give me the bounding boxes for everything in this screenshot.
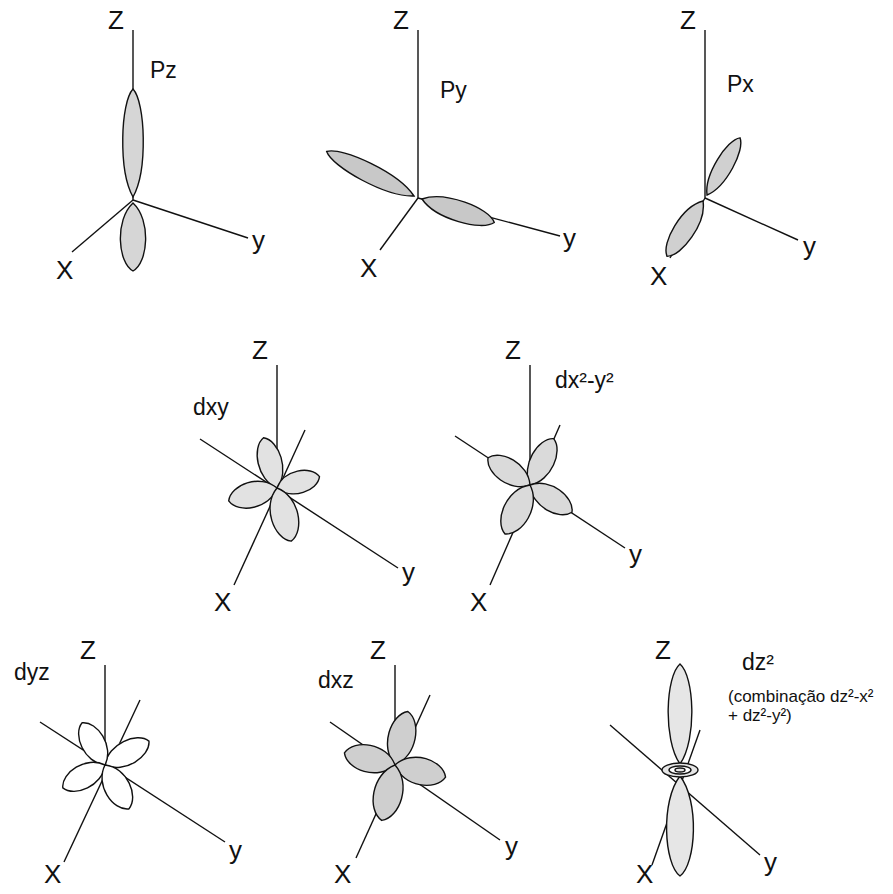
orbital-label: dxz bbox=[318, 668, 354, 693]
axis-label: y bbox=[803, 232, 816, 261]
axis-label: Z bbox=[655, 636, 671, 665]
dz2-lobe bbox=[667, 776, 694, 876]
y-axis bbox=[200, 439, 398, 568]
y-axis bbox=[133, 200, 248, 238]
p-lobe bbox=[699, 134, 747, 200]
orbital-label: Pz bbox=[150, 58, 177, 83]
d-lobe bbox=[264, 485, 304, 545]
axis-lines bbox=[40, 30, 798, 865]
axis-label: Z bbox=[505, 336, 521, 365]
p-lobe bbox=[123, 89, 144, 197]
d-lobe bbox=[368, 762, 409, 824]
axis-label: y bbox=[505, 832, 518, 861]
p-lobe bbox=[322, 143, 418, 204]
axis-label: y bbox=[764, 848, 777, 877]
y-axis bbox=[40, 722, 225, 842]
axis-label: X bbox=[650, 262, 667, 291]
axis-label: Z bbox=[370, 636, 386, 665]
orbital-label: Px bbox=[727, 72, 754, 97]
d-lobe bbox=[94, 759, 140, 815]
axis-label: X bbox=[360, 254, 377, 283]
z-axis bbox=[704, 30, 705, 198]
d-lobe bbox=[493, 479, 542, 540]
p-lobe bbox=[658, 195, 711, 262]
axis-label: Z bbox=[393, 6, 409, 35]
note-text: (combinação dz²-x² + dz²-y²) bbox=[728, 688, 878, 725]
p-lobe bbox=[120, 203, 145, 271]
axis-label: y bbox=[229, 836, 242, 865]
orbital-label: Py bbox=[440, 78, 467, 103]
axis-label: X bbox=[56, 256, 73, 285]
orbital-label: dx²-y² bbox=[555, 368, 614, 393]
orbital-label: dxy bbox=[193, 395, 229, 420]
orbital-label: dyz bbox=[14, 660, 50, 685]
axis-label: y bbox=[629, 540, 642, 569]
axis-label: y bbox=[252, 226, 265, 255]
axis-label: X bbox=[470, 588, 487, 617]
orbital-label: dz² bbox=[742, 650, 774, 675]
axis-label: Z bbox=[80, 636, 96, 665]
axis-label: X bbox=[334, 860, 351, 889]
axis-label: Z bbox=[680, 6, 696, 35]
torus-ring bbox=[669, 766, 691, 774]
z-axis bbox=[417, 30, 418, 198]
axis-label: Z bbox=[252, 336, 268, 365]
dz2-lobe bbox=[668, 664, 692, 764]
axis-label: Z bbox=[108, 6, 124, 35]
p-lobe bbox=[419, 189, 498, 232]
axis-label: y bbox=[563, 224, 576, 253]
torus-ring bbox=[662, 763, 698, 777]
orbital-lobes bbox=[57, 89, 747, 876]
x-axis bbox=[380, 198, 418, 250]
axis-label: X bbox=[44, 860, 61, 889]
axis-label: y bbox=[402, 558, 415, 587]
axis-label: X bbox=[636, 860, 653, 889]
torus-ring bbox=[675, 768, 685, 772]
y-axis bbox=[705, 198, 798, 240]
axis-label: X bbox=[214, 588, 231, 617]
